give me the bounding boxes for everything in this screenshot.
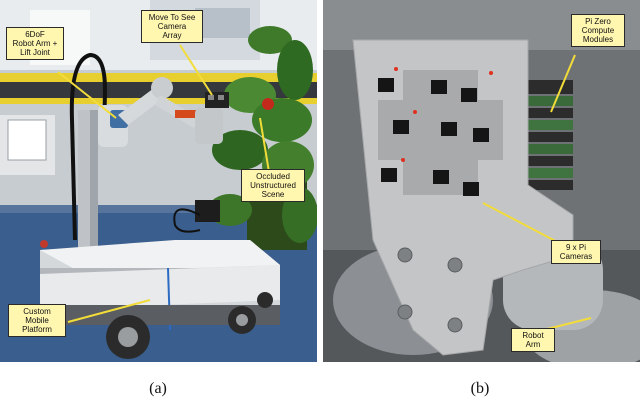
pointer-line [179, 44, 213, 96]
callout-mobile-platform: Custom Mobile Platform [8, 304, 66, 337]
photo-panel-a: 6DoF Robot Arm + Lift Joint Move To See … [0, 0, 317, 362]
pointer-line [550, 54, 576, 113]
caption-a: (a) [149, 380, 167, 397]
callout-occluded-scene: Occluded Unstructured Scene [241, 169, 305, 202]
callout-robot-arm: 6DoF Robot Arm + Lift Joint [6, 27, 64, 60]
pointer-line [259, 117, 271, 179]
pi-camera-grid [378, 67, 493, 196]
callout-pi-zero-modules: Pi Zero Compute Modules [571, 14, 625, 47]
pointer-line [67, 299, 151, 323]
pointer-line [57, 71, 117, 119]
caption-b: (b) [470, 380, 490, 397]
callout-pi-cameras: 9 x Pi Cameras [551, 240, 601, 264]
callout-robot-arm-b: Robot Arm [511, 328, 555, 352]
camera-array-photo [323, 0, 640, 362]
pointer-line [482, 202, 564, 246]
callout-move-to-see: Move To See Camera Array [141, 10, 203, 43]
photo-panel-b: Pi Zero Compute Modules 9 x Pi Cameras R… [323, 0, 640, 362]
